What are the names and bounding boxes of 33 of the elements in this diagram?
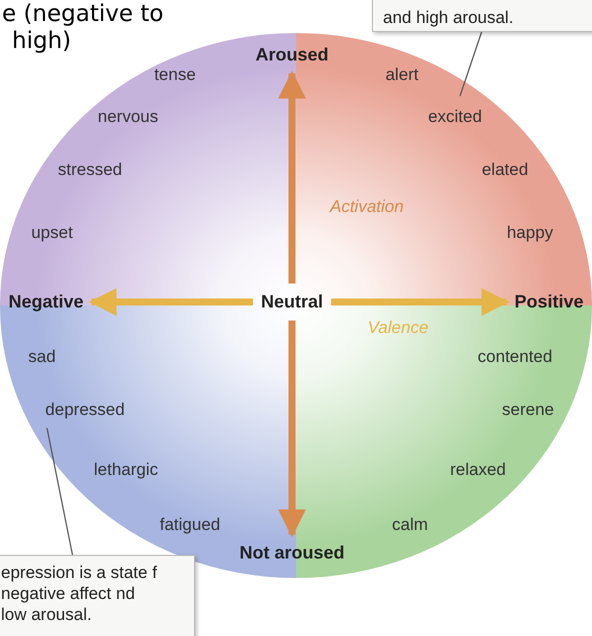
emotion-word: calm: [392, 515, 428, 535]
leader-line: [46, 428, 74, 556]
emotion-word: excited: [428, 107, 482, 127]
emotion-word: tense: [154, 65, 196, 85]
center-label: Neutral: [261, 292, 323, 312]
emotion-word: serene: [502, 400, 554, 420]
emotion-word: alert: [385, 65, 419, 85]
arrow: [278, 70, 306, 284]
axis-label: Aroused: [256, 44, 328, 66]
axis-label: Negative: [8, 292, 84, 312]
arrow: [88, 288, 253, 316]
leader-line: [459, 32, 482, 96]
emotion-word: relaxed: [450, 460, 506, 480]
callout-box: epression is a state f negative affect nd low arousal.: [0, 555, 195, 636]
arrow: [278, 320, 306, 538]
emotion-word: nervous: [98, 107, 158, 127]
emotion-word: depressed: [45, 400, 125, 420]
emotion-word: elated: [482, 160, 528, 180]
emotion-word: sad: [28, 347, 56, 367]
edge-label: Valence: [368, 318, 428, 338]
emotion-word: upset: [31, 223, 73, 243]
emotion-word: lethargic: [94, 460, 158, 480]
heading-text: high): [12, 28, 72, 54]
arrow: [331, 288, 510, 316]
emotion-word: happy: [506, 223, 554, 243]
edge-label: Activation: [330, 197, 404, 217]
axis-label: Positive: [514, 292, 584, 312]
callout-box: and high arousal.: [372, 0, 592, 32]
emotion-word: contented: [478, 347, 552, 367]
axis-label: Not aroused: [240, 542, 344, 564]
heading-text: e (negative to: [2, 1, 164, 27]
emotion-word: stressed: [58, 160, 122, 180]
emotion-word: fatigued: [160, 515, 220, 535]
